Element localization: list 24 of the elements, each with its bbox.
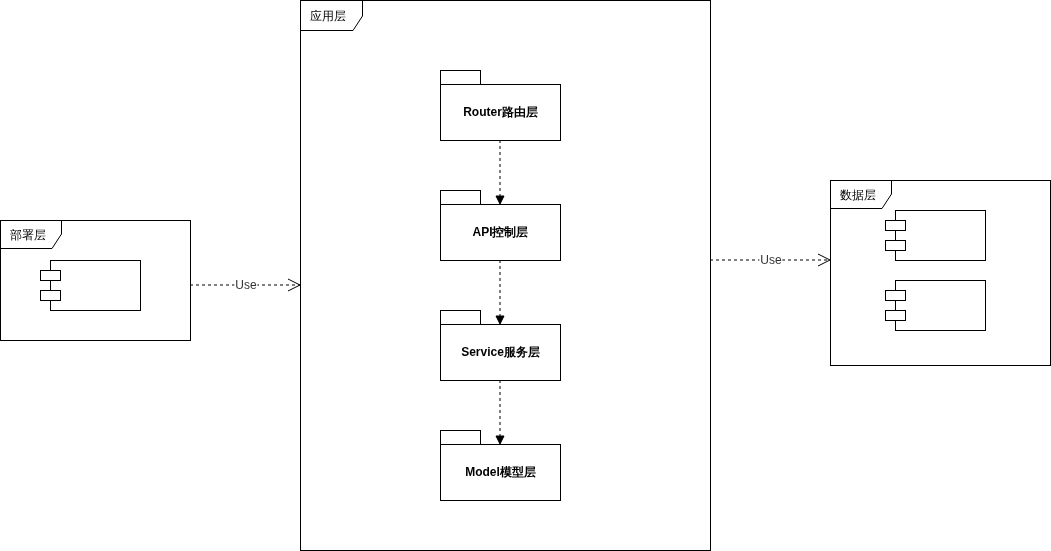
frame-tab-label: 应用层 [301, 1, 363, 31]
package-label: Router路由层 [463, 104, 538, 121]
package-label: API控制层 [472, 224, 529, 241]
layer-frame [830, 180, 1051, 366]
package-box [440, 444, 561, 501]
layer-frame [300, 0, 711, 551]
use-arrow [709, 253, 831, 267]
component-box [895, 280, 986, 331]
edge-label: Use [759, 253, 783, 267]
package-label: Service服务层 [461, 344, 540, 361]
frame-tab-label: 数据层 [831, 181, 892, 209]
layer-frame [0, 220, 191, 341]
package-box [440, 324, 561, 381]
dependency-arrow [495, 139, 505, 205]
edge-label: Use [234, 278, 258, 292]
package-label: Model模型层 [465, 464, 536, 481]
frame-tab-label: 部署层 [1, 221, 62, 249]
component-box [895, 210, 986, 261]
component-box [50, 260, 141, 311]
dependency-arrow [495, 379, 505, 445]
use-arrow [189, 278, 301, 292]
package-box [440, 84, 561, 141]
dependency-arrow [495, 259, 505, 325]
package-box [440, 204, 561, 261]
